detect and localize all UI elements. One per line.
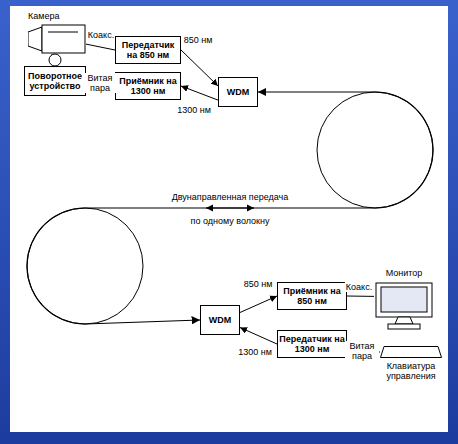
monitor-outline (374, 282, 434, 330)
keyboard-icon: Клавиатура управления (380, 346, 442, 358)
signal-line (347, 296, 374, 297)
box-label: Поворотное устройство (25, 71, 85, 91)
box-label: WDM (227, 87, 250, 97)
device-label: Монитор (386, 268, 423, 278)
fiber-link (27, 92, 433, 324)
wdm-box: WDM (218, 77, 258, 107)
box-label: Передатчик на 1300 нм (278, 334, 346, 354)
wdm-box: WDM (200, 305, 240, 335)
signal-line (240, 296, 277, 313)
box-label: Приёмник на 850 нм (278, 286, 346, 306)
signal-label: Коакс. (345, 282, 373, 292)
camera-outline (28, 24, 86, 54)
keyboard-outline (380, 346, 442, 358)
monitor-icon: Монитор (374, 282, 434, 330)
transmitter-box: Передатчик на 850 нм (115, 36, 181, 64)
signal-label: 850 нм (243, 279, 274, 289)
signal-label: 1300 нм (237, 347, 273, 357)
signal-line (86, 44, 115, 50)
signal-label: Витая пара (345, 341, 379, 361)
signal-label: Витая пара (82, 73, 118, 93)
signal-label: Коакс. (87, 30, 115, 40)
box-label: Приёмник на 1300 нм (116, 76, 180, 96)
signal-line (240, 328, 277, 345)
signal-line (181, 86, 218, 100)
pan-tilt-ball (49, 54, 61, 66)
caption-text: Двунаправленная передача (171, 192, 290, 202)
device-label: Клавиатура управления (376, 361, 446, 381)
signal-line (181, 50, 218, 86)
caption-text: по одному волокну (190, 216, 271, 226)
camera-icon: Камера (28, 24, 86, 54)
box-label: WDM (209, 315, 232, 325)
receiver-box: Приёмник на 1300 нм (115, 72, 181, 100)
signal-label: 1300 нм (176, 105, 212, 115)
receiver-box: Приёмник на 850 нм (277, 282, 347, 310)
pan-tilt-unit: Поворотное устройство (24, 66, 86, 96)
transmitter-box: Передатчик на 1300 нм (277, 330, 347, 358)
device-label: Камера (28, 11, 59, 21)
signal-label: 850 нм (183, 35, 214, 45)
box-label: Передатчик на 850 нм (116, 40, 180, 60)
